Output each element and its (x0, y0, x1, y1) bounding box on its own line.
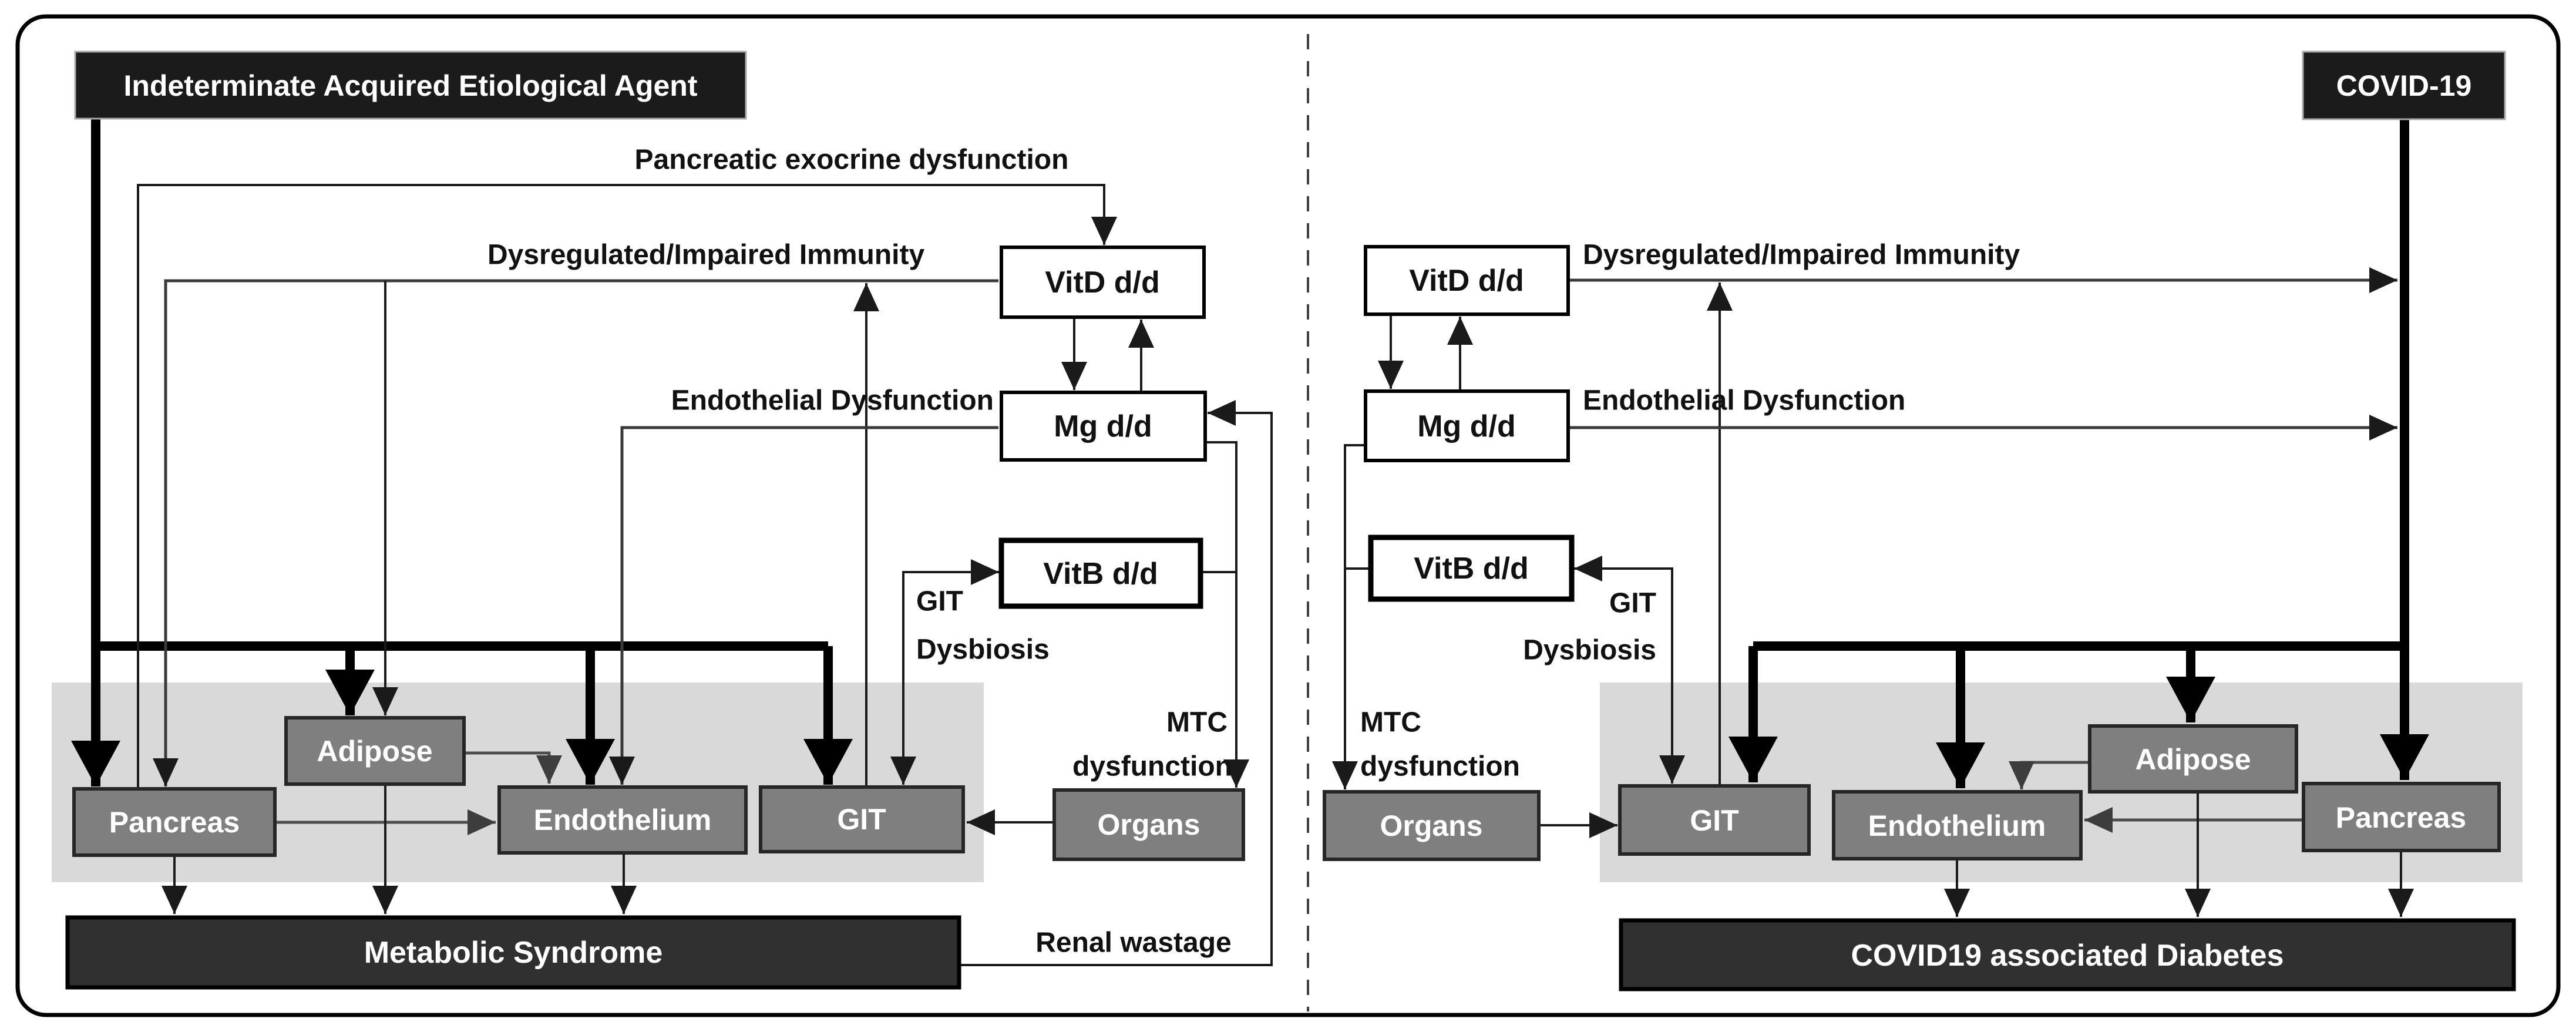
left-mtc-label-2: dysfunction (1072, 751, 1232, 782)
left-endothelial-label: Endothelial Dysfunction (671, 385, 994, 416)
right-git-dysbiosis-label-2: Dysbiosis (1523, 635, 1656, 666)
right-mg-box (1364, 389, 1570, 462)
left-endothelium-box (497, 785, 748, 855)
left-endothelium-label: Endothelium (534, 804, 712, 836)
left-vitd-label: VitD d/d (1045, 265, 1159, 300)
right-organs-label: Organs (1380, 809, 1482, 842)
left-renal-wastage-to-mg-arrow (959, 400, 1273, 966)
right-mg-to-organs-arrow (1332, 444, 1364, 789)
right-pancreas-label: Pancreas (2336, 801, 2466, 834)
right-vitb-box (1368, 535, 1575, 602)
left-mg-box (1000, 391, 1207, 462)
right-mg-label: Mg d/d (1417, 409, 1516, 443)
right-vitd-label: VitD d/d (1409, 264, 1524, 298)
right-title-label: COVID-19 (2336, 69, 2472, 102)
left-immunity-label: Dysregulated/Impaired Immunity (487, 240, 924, 271)
right-adipose-label: Adipose (2135, 743, 2251, 776)
left-git-dysbiosis-label-1: GIT (916, 586, 963, 617)
left-endothelial-line-to-endothelium-arrow (609, 426, 998, 785)
left-vitb-box (998, 537, 1203, 609)
left-mg-label: Mg d/d (1054, 409, 1152, 443)
left-adipose-to-endothelium-arrow (464, 751, 562, 784)
left-organs-label: Organs (1097, 808, 1200, 841)
left-outcome-label: Metabolic Syndrome (364, 936, 663, 970)
left-vitb-label: VitB d/d (1043, 557, 1158, 591)
left-adipose-box (284, 716, 466, 786)
left-adipose-label: Adipose (317, 735, 432, 768)
left-git-box (759, 785, 965, 853)
left-git-label: GIT (837, 803, 886, 836)
right-git-dysbiosis-vitb-link (1574, 556, 1685, 784)
right-adipose-box (2088, 724, 2298, 794)
left-mg-to-organs-arrow (1205, 441, 1249, 788)
right-title-box (2302, 51, 2506, 120)
right-immunity-label: Dysregulated/Impaired Immunity (1583, 240, 2020, 271)
right-vitd-box (1364, 245, 1570, 316)
right-git-dysbiosis-label-1: GIT (1609, 588, 1656, 619)
left-pancreas-box (72, 787, 277, 857)
left-mtc-label-1: MTC (1166, 707, 1228, 738)
right-git-label: GIT (1690, 804, 1738, 837)
left-immunity-line-to-pancreas-arrow (153, 279, 998, 786)
left-pancreas-label: Pancreas (109, 806, 240, 839)
right-endothelium-label: Endothelium (1868, 809, 2046, 842)
right-pancreas-box (2302, 782, 2501, 852)
left-git-dysbiosis-label-2: Dysbiosis (916, 634, 1050, 665)
right-outcome-box (1619, 918, 2516, 991)
right-mtc-label-2: dysfunction (1360, 751, 1520, 782)
right-outcome-label: COVID19 associated Diabetes (1851, 939, 2284, 973)
right-mtc-label-1: MTC (1360, 707, 1421, 738)
left-pancreatic-exocrine-label: Pancreatic exocrine dysfunction (635, 144, 1069, 176)
right-vitb-label: VitB d/d (1414, 552, 1528, 586)
right-organs-box (1323, 790, 1541, 861)
left-organs-box (1052, 788, 1245, 861)
left-git-dysbiosis-vitb-link (890, 559, 999, 785)
left-title-label: Indeterminate Acquired Etiological Agent (124, 69, 698, 102)
left-outcome-box (65, 915, 961, 990)
left-pancreatic-exocrine-to-vitd-arrow (137, 184, 1117, 789)
outer-border (15, 14, 2561, 1017)
left-vitd-box (1000, 246, 1206, 319)
left-title-box (74, 51, 747, 120)
right-adipose-to-endothelium-arrow (2009, 761, 2090, 789)
right-endothelial-label: Endothelial Dysfunction (1583, 385, 1905, 416)
left-renal-wastage-label: Renal wastage (1035, 927, 1231, 959)
right-endothelium-box (1832, 790, 2083, 860)
right-git-box (1618, 784, 1811, 856)
